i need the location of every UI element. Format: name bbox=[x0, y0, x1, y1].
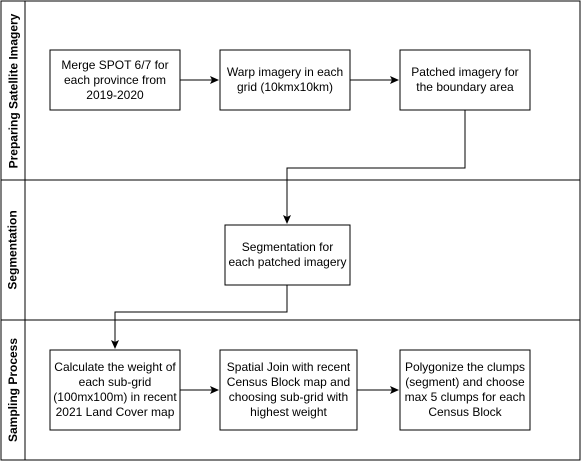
box-segment-text: Segmentation for each patched imagery bbox=[228, 240, 347, 269]
lane-label-segmentation: Segmentation bbox=[1, 180, 25, 320]
swimlane-sampling bbox=[0, 319, 581, 461]
arrow-segment-to-weight bbox=[111, 285, 288, 349]
box-polygonize bbox=[399, 349, 531, 431]
box-merge bbox=[49, 49, 181, 111]
lane-label-segmentation-text: Segmentation bbox=[6, 210, 20, 290]
box-segment bbox=[224, 224, 351, 286]
lane-label-preparing: Preparing Satellite Imagery bbox=[1, 1, 25, 180]
box-patched-text: Patched imagery for the boundary area bbox=[411, 65, 519, 94]
lane-label-sampling-text: Sampling Process bbox=[6, 337, 21, 443]
lane-label-sampling: Sampling Process bbox=[1, 320, 25, 460]
arrow-patched-to-segment bbox=[283, 110, 466, 224]
box-warp-text: Warp imagery in each grid (10kmx10km) bbox=[226, 65, 344, 94]
box-patched bbox=[399, 49, 531, 111]
box-spatial-join bbox=[219, 349, 358, 431]
box-polygonize-text: Polygonize the clumps (segment) and choo… bbox=[404, 360, 526, 419]
box-weight bbox=[49, 349, 181, 431]
lane-label-preparing-text: Preparing Satellite Imagery bbox=[6, 13, 21, 168]
box-weight-text: Calculate the weight of each sub-grid (1… bbox=[53, 360, 177, 419]
box-spatial-join-text: Spatial Join with recent Census Block ma… bbox=[226, 360, 351, 419]
box-merge-text: Merge SPOT 6/7 for each province from 20… bbox=[61, 57, 169, 102]
box-warp bbox=[219, 49, 351, 111]
